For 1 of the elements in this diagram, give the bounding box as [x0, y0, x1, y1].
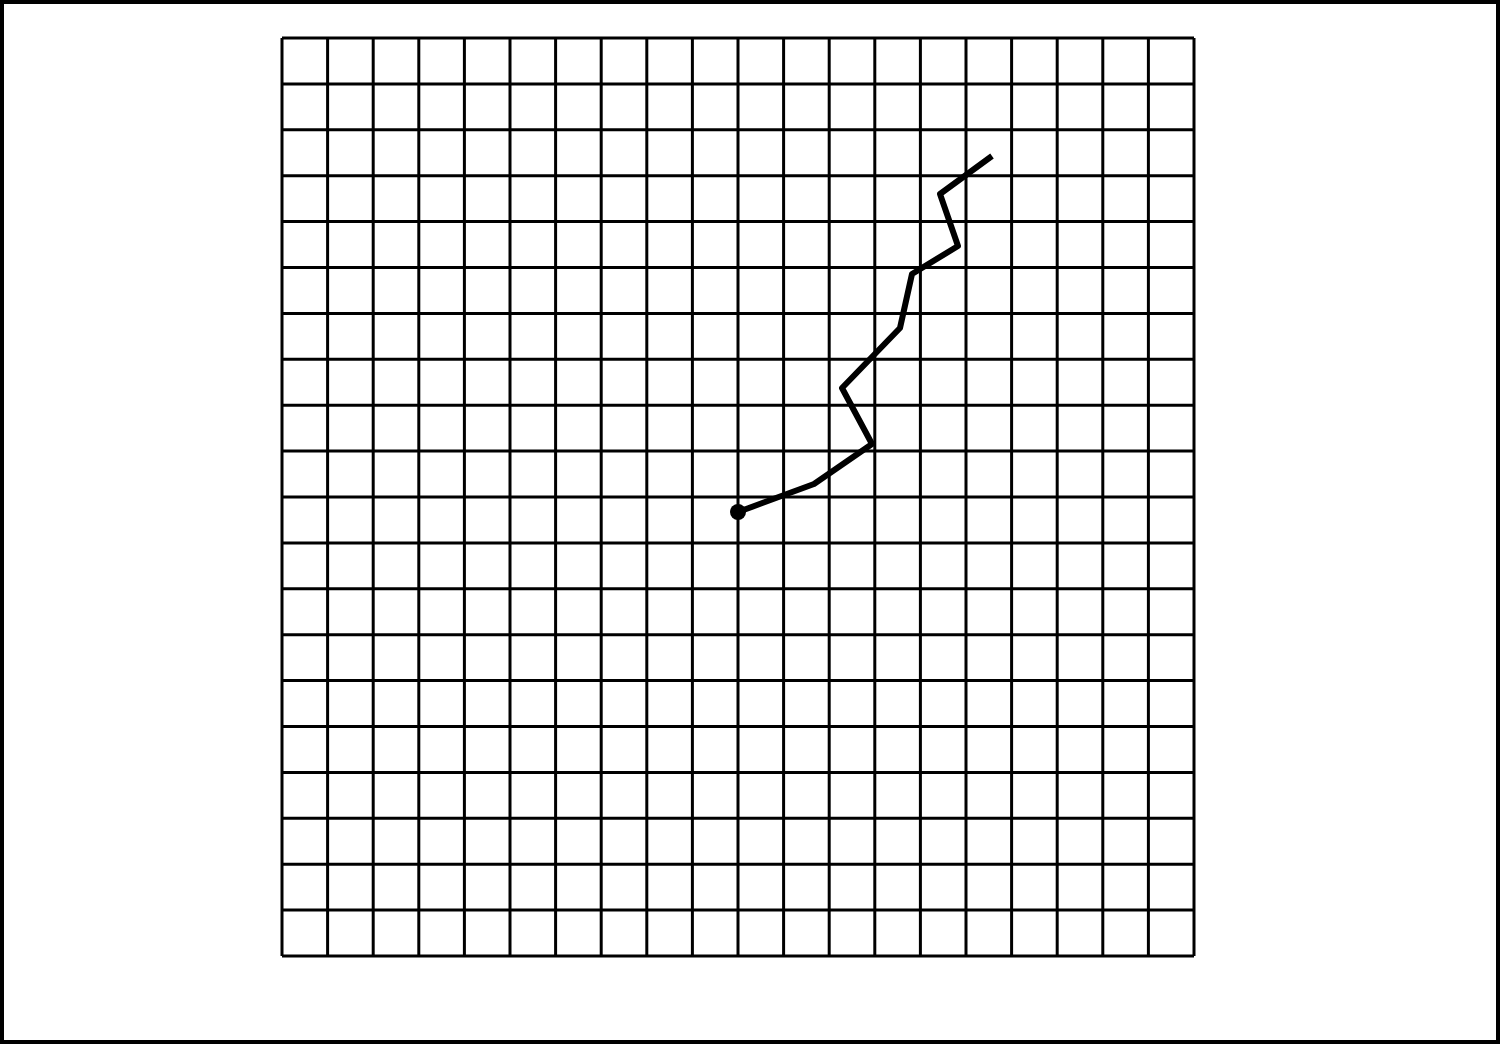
start-dot — [730, 504, 746, 520]
